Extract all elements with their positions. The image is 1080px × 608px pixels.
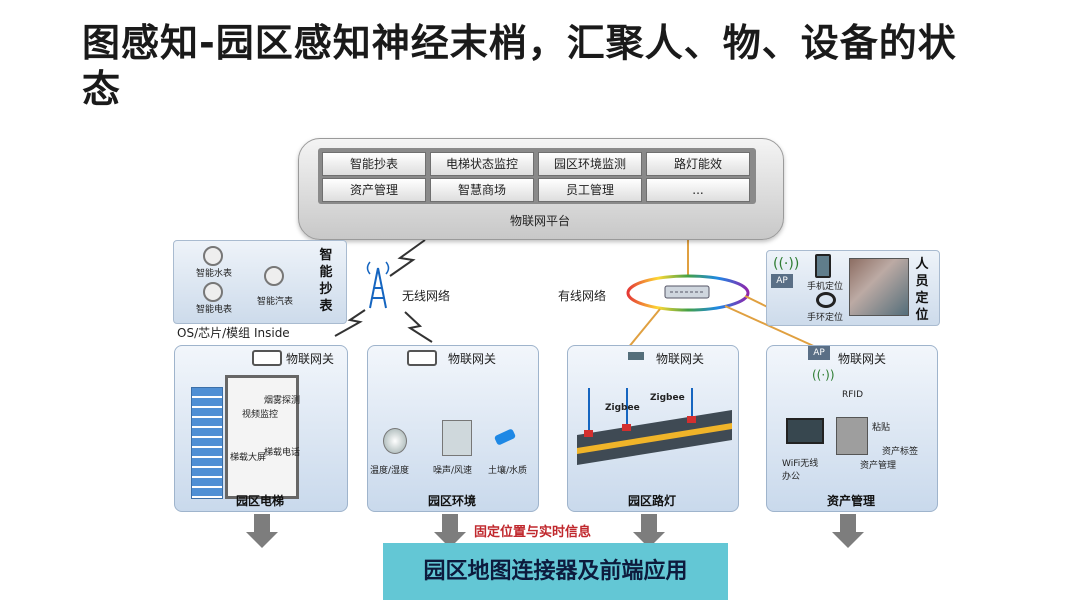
service-cell: ...: [646, 178, 750, 202]
antenna-tower-icon: [366, 261, 390, 309]
service-cell: 电梯状态监控: [430, 152, 534, 176]
platform-service-grid: 智能抄表 电梯状态监控 园区环境监测 路灯能效 资产管理 智慧商场 员工管理 .…: [318, 148, 756, 204]
gateway-label: 物联网关: [656, 352, 705, 366]
asset-label: 资产标签: [882, 447, 919, 457]
lightning-left: [334, 309, 366, 337]
meter-panel-title: 智能抄表: [319, 248, 333, 314]
service-cell: 路灯能效: [646, 152, 750, 176]
os-chip-label: OS/芯片/模组 Inside: [177, 326, 290, 340]
printer-icon: [836, 417, 868, 455]
asset-label: RFID: [842, 390, 864, 400]
people-ap-badge: AP: [771, 274, 793, 288]
road-illustration: [577, 388, 732, 465]
map-connector-box: 园区地图连接器及前端应用: [383, 543, 728, 600]
humidity-sensor-icon: [383, 428, 407, 454]
zigbee-label: Zigbee: [650, 393, 685, 403]
location-info-caption: 固定位置与实时信息: [474, 525, 592, 540]
asset-label: 资产管理: [860, 461, 897, 471]
asset-ap-badge: AP: [808, 346, 830, 360]
service-cell: 智能抄表: [322, 152, 426, 176]
service-cell: 园区环境监测: [538, 152, 642, 176]
lightning-top: [389, 239, 426, 277]
lightning-right: [404, 311, 433, 343]
electric-meter-icon: [203, 282, 223, 302]
service-cell: 资产管理: [322, 178, 426, 202]
lamp-panel-name: 园区路灯: [627, 494, 676, 508]
gateway-label: 物联网关: [286, 352, 335, 366]
zigbee-label: Zigbee: [605, 403, 640, 413]
down-arrow-icon: [254, 514, 270, 534]
band-label: 手环定位: [807, 313, 844, 323]
wireless-network-label: 无线网络: [402, 289, 451, 303]
elevator-panel-name: 园区电梯: [235, 494, 284, 508]
environment-label: 温度/湿度: [370, 466, 410, 476]
phone-label: 手机定位: [807, 282, 844, 292]
noise-wind-sensor-icon: [442, 420, 472, 456]
environment-label: 噪声/风速: [433, 466, 473, 476]
gateway-router-icon: [252, 350, 282, 366]
down-arrow-icon: [832, 532, 864, 548]
down-arrow-icon: [641, 514, 657, 534]
meter-item: 智能电表: [196, 305, 233, 315]
wired-line-lamp: [627, 308, 661, 349]
elevator-label: 烟雾探测: [264, 396, 301, 406]
meter-item: 智能水表: [196, 269, 233, 279]
down-arrow-icon: [246, 532, 278, 548]
phone-icon: [815, 254, 831, 278]
service-cell: 员工管理: [538, 178, 642, 202]
gateway-device-icon: [628, 352, 644, 360]
meter-panel: [173, 240, 347, 324]
meter-item: 智能汽表: [257, 297, 294, 307]
water-meter-icon: [203, 246, 223, 266]
gateway-label: 物联网关: [838, 352, 887, 366]
environment-label: 土壤/水质: [488, 466, 528, 476]
elevator-label: 视频监控: [242, 410, 279, 420]
asset-label: 粘贴: [872, 423, 891, 433]
wired-network-label: 有线网络: [558, 289, 607, 303]
platform-label: 物联网平台: [509, 214, 570, 228]
elevator-label: 梯载电话: [264, 448, 301, 458]
people-panel-title: 人员定位: [915, 257, 929, 323]
wired-ring: [626, 274, 750, 312]
gateway-router-icon: [407, 350, 437, 366]
slide-title: 图感知-园区感知神经末梢，汇聚人、物、设备的状态: [82, 21, 957, 111]
down-arrow-icon: [840, 514, 856, 534]
elevator-icon: [225, 375, 299, 499]
service-cell: 智慧商场: [430, 178, 534, 202]
asset-label: WiFi无线办公: [782, 459, 819, 482]
wifi-icon: ((·)): [812, 368, 835, 382]
wifi-icon: ((·)): [773, 256, 800, 272]
environment-panel-name: 园区环境: [427, 494, 476, 508]
asset-panel-name: 资产管理: [826, 494, 875, 508]
gas-meter-icon: [264, 266, 284, 286]
laptop-icon: [786, 418, 824, 444]
down-arrow-icon: [442, 514, 458, 534]
wired-line-asset: [724, 305, 819, 349]
mall-photo: [849, 258, 909, 316]
wristband-icon: [816, 292, 836, 308]
gateway-label: 物联网关: [448, 352, 497, 366]
building-icon: [191, 387, 223, 499]
elevator-label: 梯载大屏: [230, 453, 267, 463]
